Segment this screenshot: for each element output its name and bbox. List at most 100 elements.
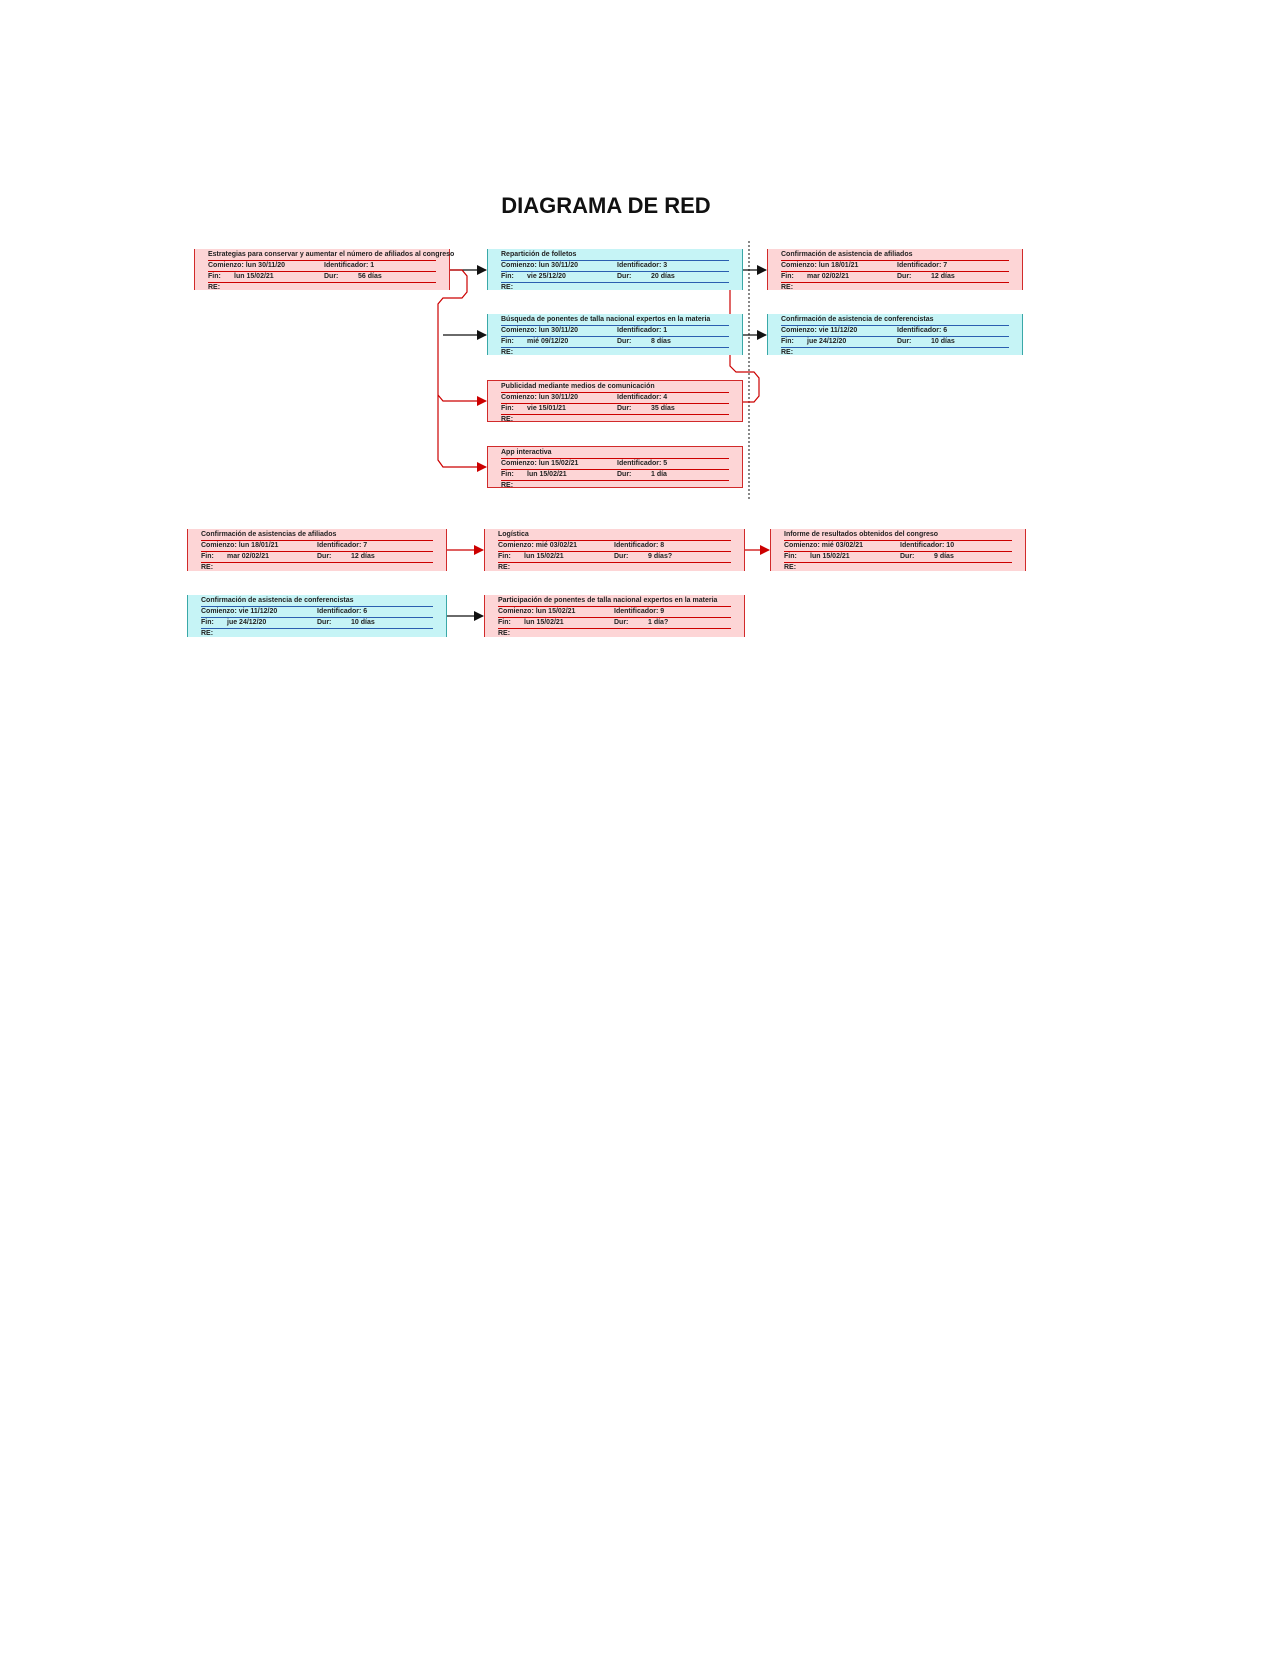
start-label: Comienzo: <box>501 460 537 467</box>
re-label: RE: <box>501 284 514 291</box>
id-label: Identificador: <box>617 327 662 334</box>
start-label: Comienzo: <box>781 262 817 269</box>
dur-label: Dur: <box>614 619 629 626</box>
end-value: jue 24/12/20 <box>807 338 847 345</box>
start-value: lun 30/11/20 <box>538 394 579 401</box>
task-node[interactable]: Participación de ponentes de talla nacio… <box>484 595 745 637</box>
task-node[interactable]: App interactiva Comienzo: lun 15/02/21 I… <box>487 446 743 489</box>
id-label: Identificador: <box>614 608 659 615</box>
dur-value: 9 días? <box>648 553 673 560</box>
dur-label: Dur: <box>617 338 632 345</box>
start-label: Comienzo: <box>498 542 534 549</box>
task-name: Estrategias para conservar y aumentar el… <box>208 251 455 258</box>
start-label: Comienzo: <box>501 262 537 269</box>
id-value: 9 <box>660 608 665 615</box>
link-1-branch <box>437 269 487 472</box>
end-value: vie 15/01/21 <box>527 405 566 412</box>
id-value: 1 <box>663 327 668 334</box>
id-label: Identificador: <box>317 542 362 549</box>
dur-label: Dur: <box>317 553 332 560</box>
end-label: Fin: <box>501 338 514 345</box>
task-node[interactable]: Estrategias para conservar y aumentar el… <box>194 249 454 291</box>
dur-value: 12 días <box>931 273 955 280</box>
start-value: lun 30/11/20 <box>538 327 579 334</box>
task-name: Informe de resultados obtenidos del cong… <box>784 531 939 538</box>
end-label: Fin: <box>498 619 511 626</box>
id-label: Identificador: <box>614 542 659 549</box>
task-name: Búsqueda de ponentes de talla nacional e… <box>501 316 711 323</box>
end-label: Fin: <box>201 553 214 560</box>
task-name: Participación de ponentes de talla nacio… <box>498 597 718 604</box>
re-label: RE: <box>501 482 514 489</box>
id-label: Identificador: <box>317 608 362 615</box>
start-value: lun 18/01/21 <box>238 542 279 549</box>
end-label: Fin: <box>498 553 511 560</box>
id-label: Identificador: <box>617 262 662 269</box>
task-node[interactable]: Confirmación de asistencia de afiliados … <box>767 249 1023 291</box>
dur-value: 20 días <box>651 273 675 280</box>
start-value: lun 15/02/21 <box>538 460 579 467</box>
re-label: RE: <box>501 349 514 356</box>
end-label: Fin: <box>781 273 794 280</box>
id-value: 4 <box>663 394 668 401</box>
start-label: Comienzo: <box>208 262 244 269</box>
re-label: RE: <box>781 284 794 291</box>
id-value: 7 <box>363 542 368 549</box>
task-node[interactable]: Búsqueda de ponentes de talla nacional e… <box>487 314 743 356</box>
end-value: mar 02/02/21 <box>227 553 270 560</box>
id-label: Identificador: <box>617 460 662 467</box>
task-name: Confirmación de asistencia de conferenci… <box>201 597 354 604</box>
task-node[interactable]: Repartición de folletos Comienzo: lun 30… <box>487 249 743 291</box>
start-value: lun 30/11/20 <box>245 262 286 269</box>
re-label: RE: <box>208 284 221 291</box>
start-value: mié 03/02/21 <box>821 542 863 549</box>
task-node[interactable]: Confirmación de asistencias de afiliados… <box>187 529 447 571</box>
id-value: 7 <box>943 262 948 269</box>
id-value: 6 <box>943 327 948 334</box>
end-label: Fin: <box>501 471 514 478</box>
start-label: Comienzo: <box>498 608 534 615</box>
task-node[interactable]: Publicidad mediante medios de comunicaci… <box>487 380 743 423</box>
dur-value: 1 día? <box>648 619 669 626</box>
start-value: lun 30/11/20 <box>538 262 579 269</box>
link-1-4 <box>437 394 487 406</box>
dur-value: 8 días <box>651 338 671 345</box>
id-value: 1 <box>370 262 375 269</box>
id-value: 10 <box>946 542 955 549</box>
end-value: lun 15/02/21 <box>524 619 564 626</box>
task-node[interactable]: Confirmación de asistencia de conferenci… <box>767 314 1023 356</box>
dur-value: 1 día <box>651 471 667 478</box>
start-label: Comienzo: <box>501 327 537 334</box>
id-label: Identificador: <box>897 262 942 269</box>
task-node[interactable]: Informe de resultados obtenidos del cong… <box>770 529 1026 571</box>
re-label: RE: <box>498 564 511 571</box>
re-label: RE: <box>781 349 794 356</box>
id-value: 3 <box>663 262 668 269</box>
dur-value: 35 días <box>651 405 675 412</box>
start-value: lun 15/02/21 <box>535 608 576 615</box>
start-label: Comienzo: <box>784 542 820 549</box>
dur-value: 10 días <box>351 619 375 626</box>
start-value: vie 11/12/20 <box>818 327 858 334</box>
end-label: Fin: <box>501 273 514 280</box>
re-label: RE: <box>201 564 214 571</box>
task-name: Confirmación de asistencia de afiliados <box>781 251 913 258</box>
re-label: RE: <box>201 630 214 637</box>
task-node[interactable]: Confirmación de asistencia de conferenci… <box>187 595 447 637</box>
re-label: RE: <box>498 630 511 637</box>
dur-label: Dur: <box>900 553 915 560</box>
dur-label: Dur: <box>317 619 332 626</box>
id-label: Identificador: <box>617 394 662 401</box>
task-node[interactable]: Logística Comienzo: mié 03/02/21 Identif… <box>484 529 745 571</box>
task-name: Confirmación de asistencia de conferenci… <box>781 316 934 323</box>
end-value: lun 15/02/21 <box>810 553 850 560</box>
end-label: Fin: <box>501 405 514 412</box>
end-label: Fin: <box>784 553 797 560</box>
dur-value: 12 días <box>351 553 375 560</box>
start-label: Comienzo: <box>201 542 237 549</box>
id-value: 5 <box>663 460 668 467</box>
id-label: Identificador: <box>900 542 945 549</box>
dur-value: 10 días <box>931 338 955 345</box>
start-value: mié 03/02/21 <box>535 542 577 549</box>
